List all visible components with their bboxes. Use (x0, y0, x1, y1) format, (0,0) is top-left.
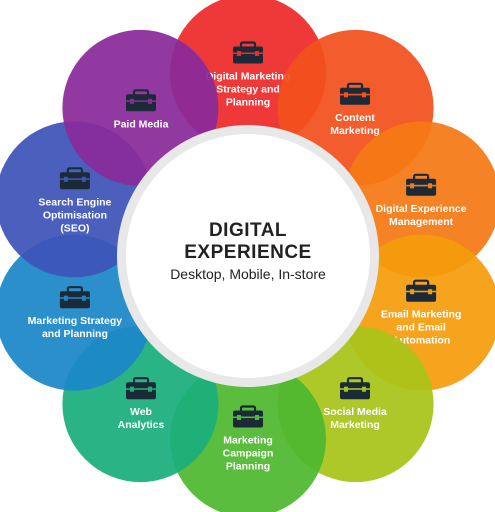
segment-label-line: Marketing (223, 435, 273, 447)
segment-label-line: Digital Marketing (206, 71, 291, 83)
briefcase-icon (340, 377, 370, 400)
segment-label-line: Email Marketing (381, 309, 462, 321)
segment-label-line: Planning (226, 461, 270, 473)
segment-label-line: Optimisation (43, 209, 107, 221)
center-circle (126, 134, 370, 378)
center-hub: DIGITAL EXPERIENCE Desktop, Mobile, In-s… (117, 125, 379, 387)
center-subtitle: Desktop, Mobile, In-store (170, 266, 326, 282)
segment-label-line: Paid Media (114, 118, 169, 130)
segment-circle (0, 234, 152, 391)
center-title-line2: EXPERIENCE (184, 242, 311, 263)
segment-label-line: Marketing Strategy (28, 315, 123, 327)
segment-label-line: Planning (226, 97, 270, 109)
segment-label-line: Marketing (330, 125, 380, 137)
briefcase-icon (59, 167, 90, 190)
center-title-line1: DIGITAL (209, 220, 287, 241)
segment-label-line: (SEO) (60, 222, 89, 234)
briefcase-icon (126, 89, 156, 112)
segment-label-line: and Email (396, 322, 446, 334)
segment-label-line: Management (389, 216, 454, 228)
segment-label-line: Content (335, 112, 375, 124)
segment-circle (344, 121, 495, 278)
segment-label: Paid Media (114, 118, 169, 130)
segment-label-line: Strategy and (216, 84, 280, 96)
briefcase-icon (233, 405, 263, 428)
segment-label-line: Analytics (118, 419, 165, 431)
segment-label-line: and Planning (42, 328, 108, 340)
segment-label-line: Search Engine (38, 196, 111, 208)
segment-label-line: Marketing (330, 419, 380, 431)
segment-label-line: Digital Experience (376, 203, 467, 215)
segment-label-line: Social Media (323, 406, 387, 418)
briefcase-icon (340, 82, 370, 105)
briefcase-icon (406, 173, 437, 196)
segment-label-line: Campaign (223, 448, 274, 460)
segment-label-line: Automation (392, 335, 450, 347)
segment-label-line: Web (130, 406, 152, 418)
briefcase-icon (233, 41, 263, 64)
briefcase-icon (59, 286, 90, 309)
briefcase-icon (126, 377, 156, 400)
briefcase-icon (406, 279, 437, 302)
